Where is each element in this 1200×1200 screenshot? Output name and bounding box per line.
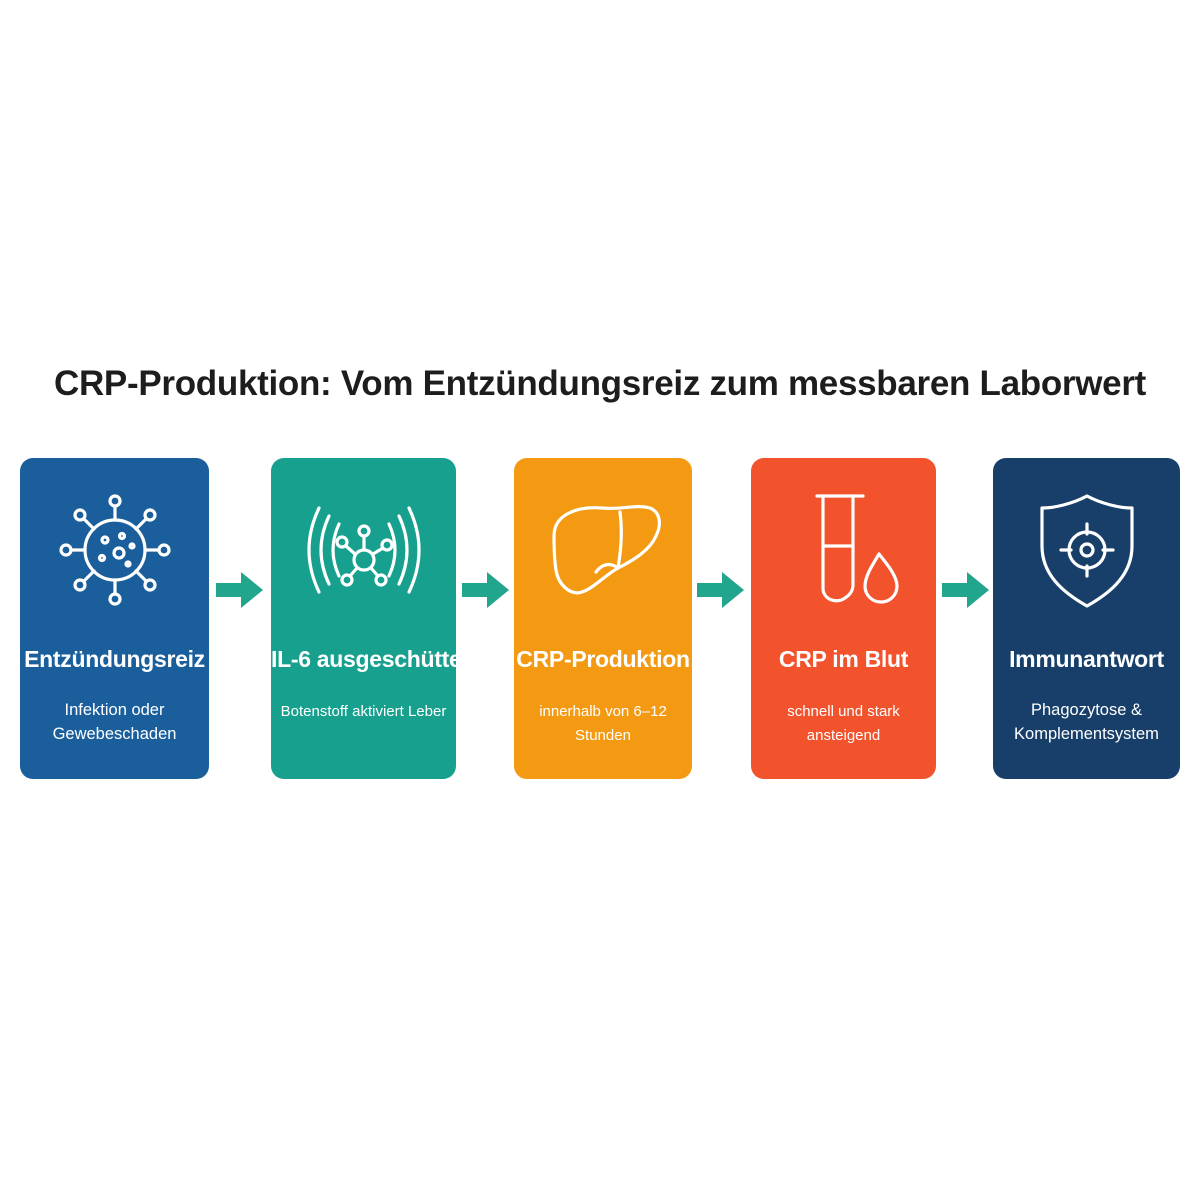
arrow-right-icon [695,568,747,612]
step-description: Infektion oder Gewebeschaden [52,701,177,743]
step-description: Phagozytose & Komplementsystem [1014,701,1159,743]
liver-icon [538,484,668,614]
step-heading: Entzündungsreiz [24,646,205,672]
step-heading: Immunantwort [1009,646,1164,672]
step-heading: IL-6 ausgeschüttet [271,646,469,672]
test-tube-blood-drop-icon [779,484,909,614]
virus-icon [50,484,180,614]
step-card-immune-response: Immunantwort Phagozytose & Komplementsys… [993,458,1180,779]
step-card-inflammation: Entzündungsreiz Infektion oder Gewebesch… [20,458,209,779]
step-card-crp-production: CRP-Produktion innerhalb von 6–12 Stunde… [514,458,692,779]
arrow-right-icon [460,568,512,612]
diagram-title: CRP-Produktion: Vom Entzündungsreiz zum … [53,364,1147,403]
step-card-il6: IL-6 ausgeschüttet Botenstoff aktiviert … [271,458,469,779]
step-heading: CRP-Produktion [516,646,690,672]
step-card-crp-blood: CRP im Blut schnell und stark ansteigend [751,458,936,779]
arrow-right-icon [940,568,992,612]
step-description: Botenstoff aktiviert Leber [280,703,447,720]
arrow-right-icon [214,568,266,612]
signal-molecule-icon [299,484,429,614]
shield-target-icon [1022,484,1152,614]
step-description: schnell und stark ansteigend [787,703,900,744]
step-heading: CRP im Blut [778,646,909,672]
step-description: innerhalb von 6–12 Stunden [539,703,667,744]
